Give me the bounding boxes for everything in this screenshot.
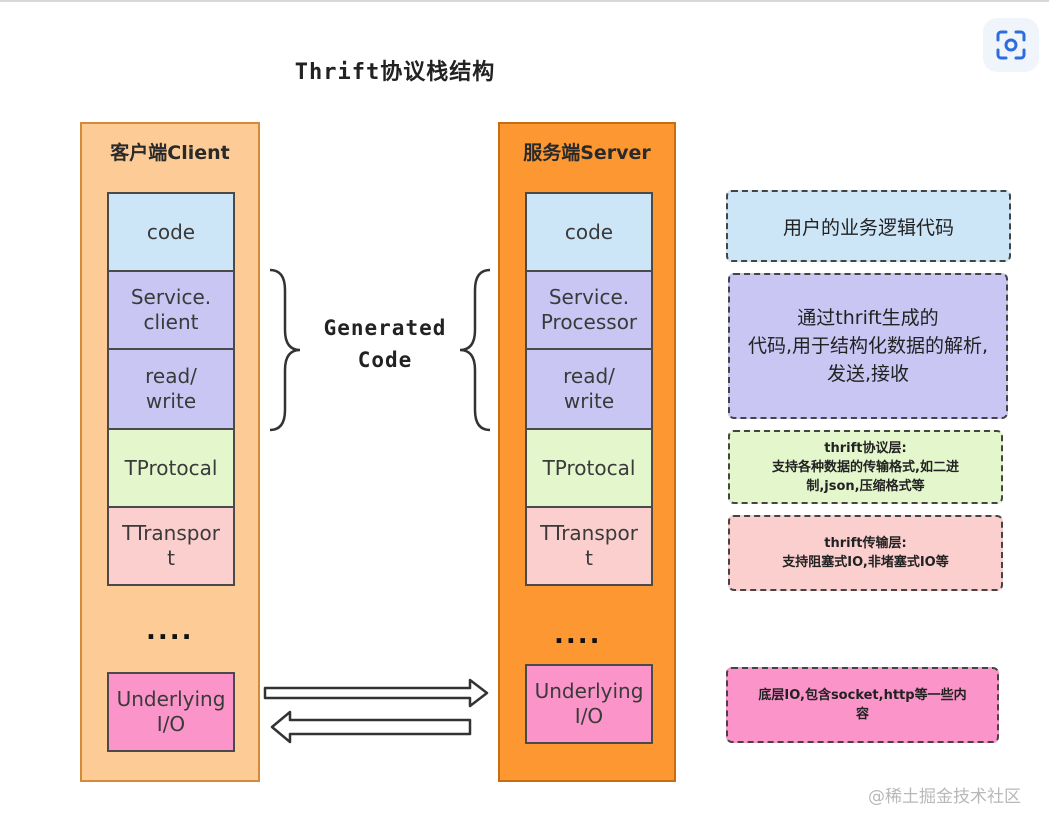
generated-code-label: Generated Code xyxy=(323,316,447,372)
watermark: @稀土掘金技术社区 xyxy=(868,787,1021,807)
scan-button[interactable] xyxy=(983,18,1039,72)
note-business-logic: 用户的业务逻辑代码 xyxy=(726,190,1011,262)
server-layer-ttransport: TTranspor t xyxy=(525,506,653,586)
server-title: 服务端Server xyxy=(523,142,651,164)
server-column: 服务端Server code Service. Processor read/ … xyxy=(498,122,676,782)
note-transport-layer: thrift传输层: 支持阻塞式IO,非堵塞式IO等 xyxy=(728,515,1003,591)
server-layer-underlying-io: Underlying I/O xyxy=(525,664,653,744)
diagram-title: Thrift协议栈结构 xyxy=(294,60,496,85)
note-underlying-io: 底层IO,包含socket,http等一些内 容 xyxy=(726,667,999,743)
client-title: 客户端Client xyxy=(110,142,230,164)
note-protocol-layer: thrift协议层: 支持各种数据的传输格式,如二进 制,json,压缩格式等 xyxy=(728,430,1003,504)
arrow-left xyxy=(270,710,472,744)
server-layer-service-processor: Service. Processor xyxy=(525,270,653,350)
server-layer-read-write: read/ write xyxy=(525,348,653,430)
arrow-right xyxy=(263,678,489,708)
server-layer-code: code xyxy=(525,192,653,272)
client-column: 客户端Client code Service. client read/ wri… xyxy=(80,122,260,782)
scan-icon xyxy=(996,30,1026,60)
top-divider xyxy=(0,0,1049,2)
client-layer-underlying-io: Underlying I/O xyxy=(107,672,235,752)
left-brace xyxy=(269,268,301,432)
client-ellipsis: .... xyxy=(146,616,194,646)
client-layer-ttransport: TTranspor t xyxy=(107,506,235,586)
server-ellipsis: .... xyxy=(554,620,602,650)
right-brace xyxy=(459,268,491,432)
note-generated-code: 通过thrift生成的 代码,用于结构化数据的解析, 发送,接收 xyxy=(728,273,1008,419)
client-layer-read-write: read/ write xyxy=(107,348,235,430)
